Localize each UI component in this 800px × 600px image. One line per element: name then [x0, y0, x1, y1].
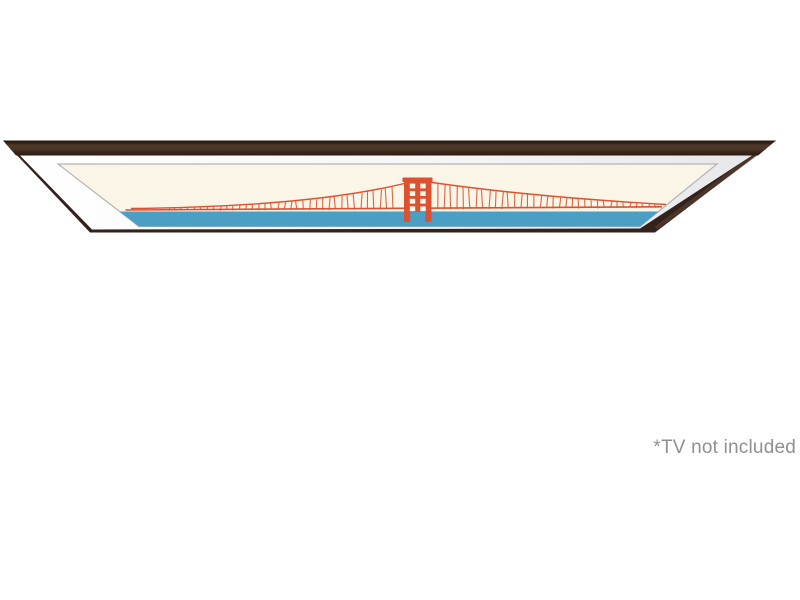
water-band — [119, 211, 659, 227]
bridge-tower — [402, 177, 433, 222]
bridge-illustration — [119, 177, 667, 227]
bridge-cable-right — [418, 179, 667, 206]
bridge-deck — [125, 206, 663, 211]
frame-shadow — [100, 232, 648, 237]
frame-wood-grain — [8, 144, 770, 151]
frame-right-edge-highlight — [654, 147, 765, 230]
tv-disclaimer-text: *TV not included — [653, 437, 796, 458]
bridge-cable-left — [130, 179, 417, 210]
frame-top-bar — [3, 140, 776, 156]
